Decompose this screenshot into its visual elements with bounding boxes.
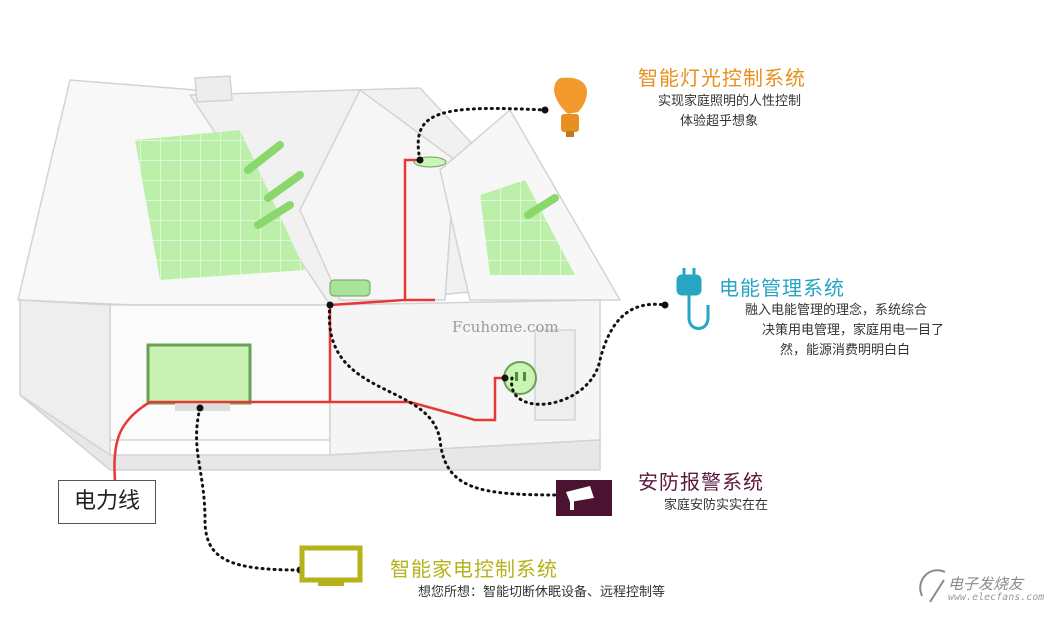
energy-desc-line-1: 融入电能管理的理念，系统综合 [745,303,928,318]
energy-desc-line-3: 然，能源消费明明白白 [780,343,911,358]
security-camera-icon [556,480,612,516]
appliance-title: 智能家电控制系统 [390,557,558,581]
link-lighting [416,107,547,162]
solar-panel-right [480,180,575,275]
light-bulb-icon [554,77,587,137]
watermark-text: Fcuhome.com [452,318,559,336]
security-desc-line-1: 家庭安防实实在在 [664,498,769,513]
solar-panels [135,130,575,280]
power-line-label: 电力线 [58,480,156,524]
lighting-desc-line-2: 体验超乎想象 [680,114,759,129]
appliance-desc-line-1: 想您所想：智能切断休眠设备、远程控制等 [418,585,666,600]
house-outlet [503,361,537,395]
energy-title: 电能管理系统 [719,276,845,300]
lighting-desc-line-1: 实现家庭照明的人性控制 [658,94,802,109]
house-chimney [194,75,233,103]
house-door [534,329,576,421]
sunlight-arrows [244,141,559,229]
brand-logo [919,569,946,603]
link-appliance [195,406,302,572]
link-energy [510,302,667,406]
power-plug-icon [676,268,710,330]
brand-url: www.elecfans.com [948,592,1045,603]
solar-panel-left [135,130,305,280]
link-security [327,303,562,497]
brand-name: 电子发烧友 [948,575,1024,593]
security-title: 安防报警系统 [638,470,764,494]
lighting-title: 智能灯光控制系统 [638,66,806,90]
house-floor [19,394,601,471]
dotted-links [195,107,667,572]
power-wiring [113,158,505,481]
house-camera [329,279,371,297]
tv-icon [299,545,363,586]
energy-desc-line-2: 决策用电管理，家庭用电一目了 [762,323,945,338]
